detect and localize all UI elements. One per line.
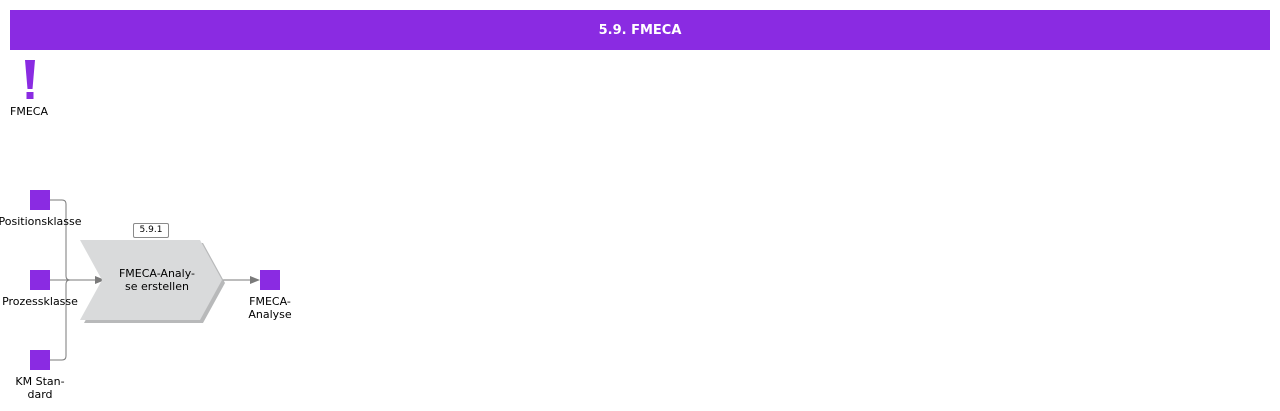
connector-km-standard xyxy=(50,279,71,361)
input-km-standard-label: KM Stan- dard xyxy=(4,375,76,401)
input-km-standard-label-line2: dard xyxy=(27,388,53,401)
output-label-line1: FMECA- xyxy=(249,295,291,308)
exclamation-icon xyxy=(25,60,35,99)
connector-positionsklasse xyxy=(50,199,71,281)
output-fmeca-analyse-square xyxy=(260,270,280,290)
input-km-standard-label-line1: KM Stan- xyxy=(15,375,65,388)
process-shape xyxy=(80,240,222,320)
input-prozessklasse-square xyxy=(30,270,50,290)
output-label-line2: Analyse xyxy=(248,308,292,321)
process-label-line1: FMECA-Analy- xyxy=(118,267,196,280)
input-prozessklasse-label: Prozessklasse xyxy=(2,295,78,308)
output-fmeca-analyse-label: FMECA- Analyse xyxy=(234,295,306,321)
input-km-standard-square xyxy=(30,350,50,370)
input-positionsklasse-label: Positionsklasse xyxy=(0,215,82,228)
page-title: 5.9. FMECA xyxy=(598,22,682,38)
process-label[interactable]: FMECA-Analy- se erstellen xyxy=(104,267,210,293)
process-label-line2: se erstellen xyxy=(125,280,189,293)
legend-label: FMECA xyxy=(10,105,48,118)
header-bar: 5.9. FMECA xyxy=(10,10,1270,50)
process-number-badge: 5.9.1 xyxy=(133,223,169,238)
input-positionsklasse-square xyxy=(30,190,50,210)
